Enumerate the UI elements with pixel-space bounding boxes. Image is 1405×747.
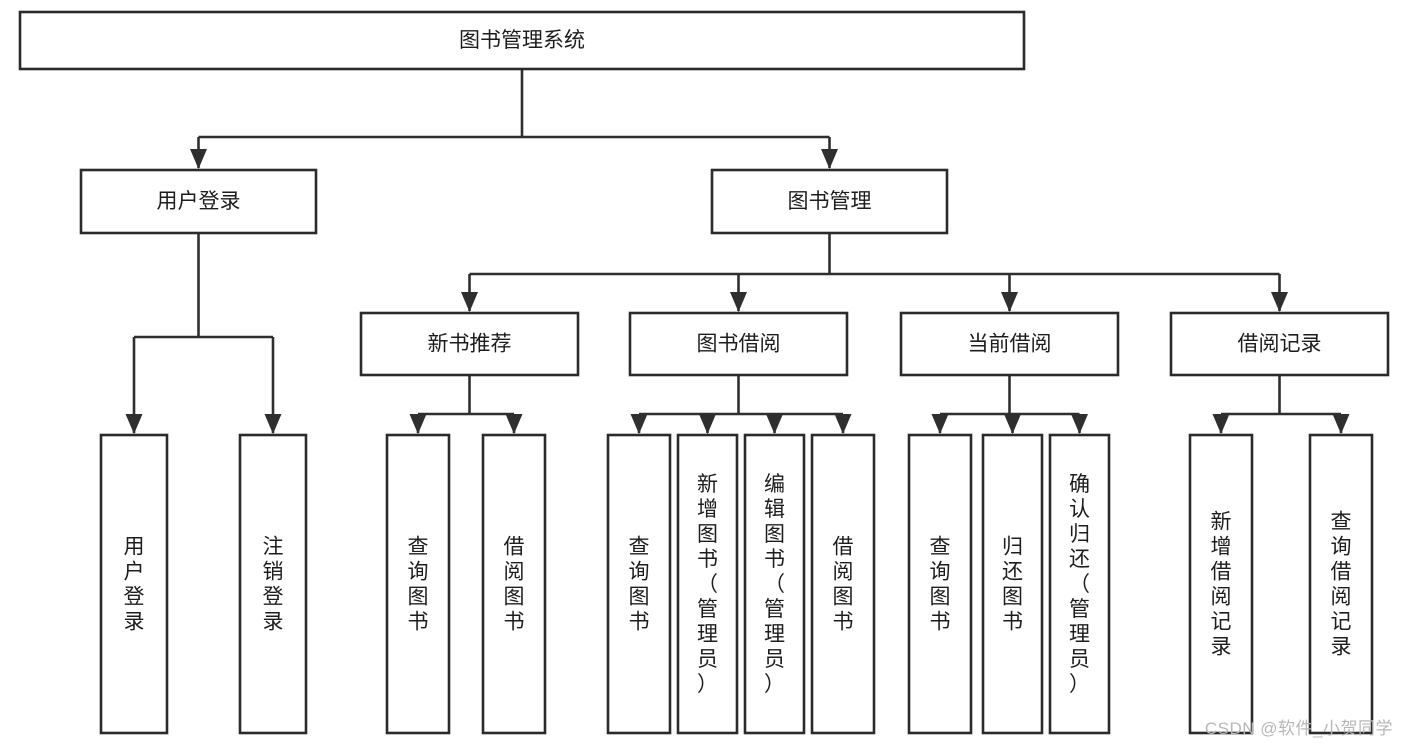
arrow-head-icon <box>821 149 838 169</box>
node-root-box[interactable] <box>18 10 1026 71</box>
csdn-watermark: CSDN @软件_小贺同学 <box>1204 719 1393 738</box>
node-book-borrow-label: 图书借阅 <box>697 333 781 356</box>
arrow-head-icon <box>190 149 207 169</box>
node-user-login-label: 用户登录 <box>157 190 241 213</box>
node-leaf-confirm-return-admin-box[interactable] <box>1048 433 1111 735</box>
node-leaf-query-book-2-label: 查询图书 <box>629 536 650 634</box>
arrow-head-icon <box>766 414 783 434</box>
node-leaf-user-logout-box[interactable] <box>238 433 308 735</box>
node-root-label: 图书管理系统 <box>459 29 585 52</box>
node-user-login[interactable]: 用户登录 <box>79 168 318 235</box>
node-leaf-borrow-book-2-label: 借阅图书 <box>833 536 854 634</box>
node-leaf-borrow-book-1[interactable]: 借阅图书 <box>481 433 547 735</box>
node-leaf-borrow-book-2[interactable]: 借阅图书 <box>810 433 876 735</box>
arrow-head-icon <box>409 414 427 434</box>
node-leaf-borrow-book-1-box[interactable] <box>481 433 547 735</box>
node-leaf-user-logout[interactable]: 注销登录 <box>238 433 308 735</box>
arrow-head-icon <box>1071 414 1088 434</box>
node-leaf-add-book-admin-box[interactable] <box>676 433 739 735</box>
node-leaf-query-book-3[interactable]: 查询图书 <box>907 433 973 735</box>
arrow-head-icon <box>505 414 523 434</box>
node-book-manage[interactable]: 图书管理 <box>710 168 949 235</box>
node-leaf-confirm-return-admin[interactable]: 确认归还（管理员） <box>1048 433 1111 735</box>
node-leaf-add-book-admin[interactable]: 新增图书（管理员） <box>676 433 739 735</box>
node-leaf-query-book-2[interactable]: 查询图书 <box>606 433 672 735</box>
arrow-head-icon <box>1332 414 1350 434</box>
node-leaf-user-login-box[interactable] <box>99 433 169 735</box>
node-current-borrow-label: 当前借阅 <box>968 333 1052 356</box>
node-leaf-edit-book-admin-label: 编辑图书（管理员） <box>764 473 785 696</box>
arrow-head-icon <box>1004 414 1021 434</box>
node-current-borrow-box[interactable] <box>899 311 1120 377</box>
arrow-head-icon <box>730 292 747 312</box>
node-leaf-return-book-label: 归还图书 <box>1002 536 1023 634</box>
arrow-head-icon <box>931 414 949 434</box>
node-leaf-query-book-1[interactable]: 查询图书 <box>385 433 451 735</box>
node-leaf-query-book-1-label: 查询图书 <box>408 536 429 634</box>
arrow-head-icon <box>264 414 282 434</box>
node-leaf-query-book-3-box[interactable] <box>907 433 973 735</box>
arrow-head-icon <box>1271 292 1288 312</box>
node-leaf-query-book-3-label: 查询图书 <box>930 536 951 634</box>
node-leaf-query-book-2-box[interactable] <box>606 433 672 735</box>
node-current-borrow[interactable]: 当前借阅 <box>899 311 1120 377</box>
node-book-manage-label: 图书管理 <box>788 190 872 213</box>
node-book-borrow[interactable]: 图书借阅 <box>628 311 849 377</box>
node-borrow-record-box[interactable] <box>1169 311 1390 377</box>
node-book-borrow-box[interactable] <box>628 311 849 377</box>
arrow-head-icon <box>699 414 716 434</box>
node-book-manage-box[interactable] <box>710 168 949 235</box>
node-leaf-query-borrow-record[interactable]: 查询借阅记录 <box>1308 433 1374 735</box>
node-leaf-user-login[interactable]: 用户登录 <box>99 433 169 735</box>
node-leaf-return-book[interactable]: 归还图书 <box>981 433 1044 735</box>
node-leaf-borrow-book-2-box[interactable] <box>810 433 876 735</box>
nodes-layer: 图书管理系统用户登录图书管理新书推荐图书借阅当前借阅借阅记录用户登录注销登录查询… <box>18 10 1390 735</box>
node-new-book-recommend[interactable]: 新书推荐 <box>359 311 580 377</box>
arrow-head-icon <box>125 414 143 434</box>
node-leaf-query-borrow-record-box[interactable] <box>1308 433 1374 735</box>
connectors-layer <box>125 69 1350 434</box>
arrow-head-icon <box>461 292 478 312</box>
arrow-head-icon <box>1001 292 1018 312</box>
node-borrow-record-label: 借阅记录 <box>1238 333 1322 356</box>
node-leaf-add-borrow-record-label: 新增借阅记录 <box>1211 511 1232 659</box>
node-leaf-edit-book-admin[interactable]: 编辑图书（管理员） <box>743 433 806 735</box>
node-leaf-return-book-box[interactable] <box>981 433 1044 735</box>
node-leaf-add-borrow-record[interactable]: 新增借阅记录 <box>1188 433 1254 735</box>
node-leaf-add-book-admin-label: 新增图书（管理员） <box>697 473 718 696</box>
node-user-login-box[interactable] <box>79 168 318 235</box>
node-leaf-add-borrow-record-box[interactable] <box>1188 433 1254 735</box>
node-new-book-recommend-box[interactable] <box>359 311 580 377</box>
node-leaf-edit-book-admin-box[interactable] <box>743 433 806 735</box>
arrow-head-icon <box>834 414 852 434</box>
arrow-head-icon <box>630 414 648 434</box>
node-leaf-user-logout-label: 注销登录 <box>263 536 284 634</box>
node-leaf-borrow-book-1-label: 借阅图书 <box>504 536 525 634</box>
arrow-head-icon <box>1212 414 1230 434</box>
node-new-book-recommend-label: 新书推荐 <box>428 333 512 356</box>
node-leaf-query-borrow-record-label: 查询借阅记录 <box>1331 511 1352 659</box>
node-leaf-query-book-1-box[interactable] <box>385 433 451 735</box>
node-leaf-user-login-label: 用户登录 <box>124 536 145 634</box>
node-borrow-record[interactable]: 借阅记录 <box>1169 311 1390 377</box>
node-leaf-confirm-return-admin-label: 确认归还（管理员） <box>1069 473 1090 696</box>
node-root[interactable]: 图书管理系统 <box>18 10 1026 71</box>
